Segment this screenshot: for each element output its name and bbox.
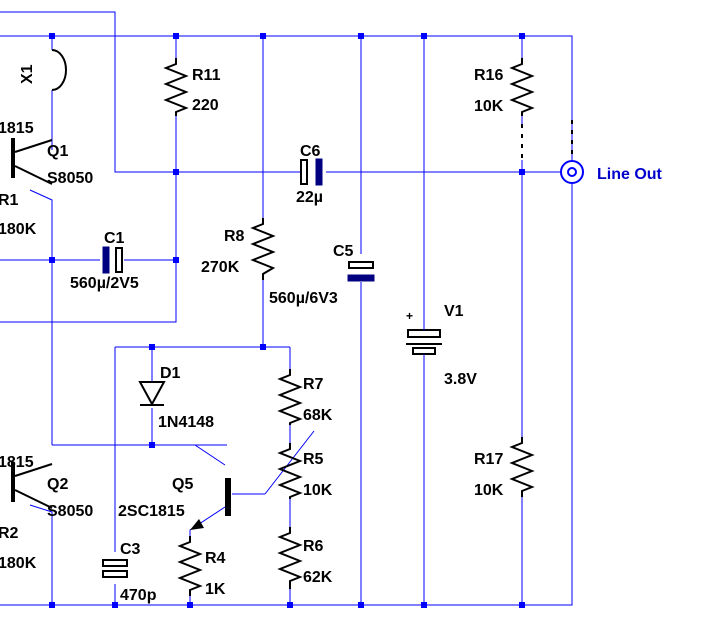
c6-symbol <box>300 158 323 186</box>
r8-label: R8 <box>224 228 245 245</box>
c6-label: C6 <box>300 143 321 160</box>
c5-value-label: 560µ/6V3 <box>269 290 338 307</box>
c5-symbol <box>347 261 375 282</box>
q5-part-label: 2SC1815 <box>118 503 185 520</box>
v1-value-label: 3.8V <box>444 371 477 388</box>
c6-value-label: 22µ <box>296 189 323 206</box>
q1-part-label: S8050 <box>47 170 93 187</box>
r1-value-label: 180K <box>0 221 37 238</box>
junctions <box>49 33 525 608</box>
r6-label: R6 <box>303 538 324 555</box>
d1-symbol <box>138 381 166 407</box>
q2-symbol <box>11 462 53 509</box>
line-out-terminal <box>560 160 584 184</box>
r8-symbol <box>250 218 276 280</box>
v1-label: V1 <box>444 303 464 320</box>
r16-value-label: 10K <box>474 98 504 115</box>
r2-value-label: 180K <box>0 555 37 572</box>
r7-symbol <box>277 369 303 425</box>
c5-label: C5 <box>333 243 354 260</box>
v1-symbol <box>406 318 442 356</box>
r17-value-label: 10K <box>474 482 504 499</box>
r17-symbol <box>509 437 535 497</box>
q2-label: Q2 <box>47 476 68 493</box>
q2-part-label: S8050 <box>47 503 93 520</box>
r2-label: R2 <box>0 525 19 542</box>
r7-value-label: 68K <box>303 407 333 424</box>
r6-value-label: 62K <box>303 569 333 586</box>
c3-label: C3 <box>120 541 141 558</box>
r7-label: R7 <box>303 376 324 393</box>
line-out-label: Line Out <box>597 166 663 183</box>
r4-label: R4 <box>205 550 226 567</box>
c3-value-label: 470p <box>120 587 157 604</box>
r5-label: R5 <box>303 451 324 468</box>
r6-symbol <box>277 527 303 589</box>
wires <box>0 11 573 606</box>
r11-symbol <box>163 58 189 116</box>
r17-label: R17 <box>474 451 503 468</box>
c3-symbol <box>102 559 128 578</box>
q1-symbol <box>11 138 53 185</box>
r5-value-label: 10K <box>303 482 333 499</box>
r11-value-label: 220 <box>192 97 219 114</box>
c1-label: C1 <box>104 230 125 247</box>
q1-left-label: 1815 <box>0 120 34 137</box>
r16-symbol <box>509 58 535 116</box>
r16-label: R16 <box>474 67 503 84</box>
r4-symbol <box>177 536 203 596</box>
q5-label: Q5 <box>172 476 193 493</box>
q1-label: Q1 <box>47 143 68 160</box>
x1-symbol <box>51 49 67 91</box>
q5-symbol <box>190 478 231 530</box>
x1-label: X1 <box>19 64 36 84</box>
d1-part-label: 1N4148 <box>158 414 214 431</box>
d1-label: D1 <box>160 365 181 382</box>
c1-symbol <box>102 246 123 274</box>
r8-value-label: 270K <box>201 259 240 276</box>
c1-value-label: 560µ/2V5 <box>70 275 139 292</box>
v1-plus-label: + <box>406 309 413 323</box>
q2-left-label: 1815 <box>0 454 34 471</box>
r5-symbol <box>277 443 303 499</box>
r4-value-label: 1K <box>205 581 226 598</box>
r11-label: R11 <box>192 67 221 84</box>
r1-label: R1 <box>0 192 19 209</box>
